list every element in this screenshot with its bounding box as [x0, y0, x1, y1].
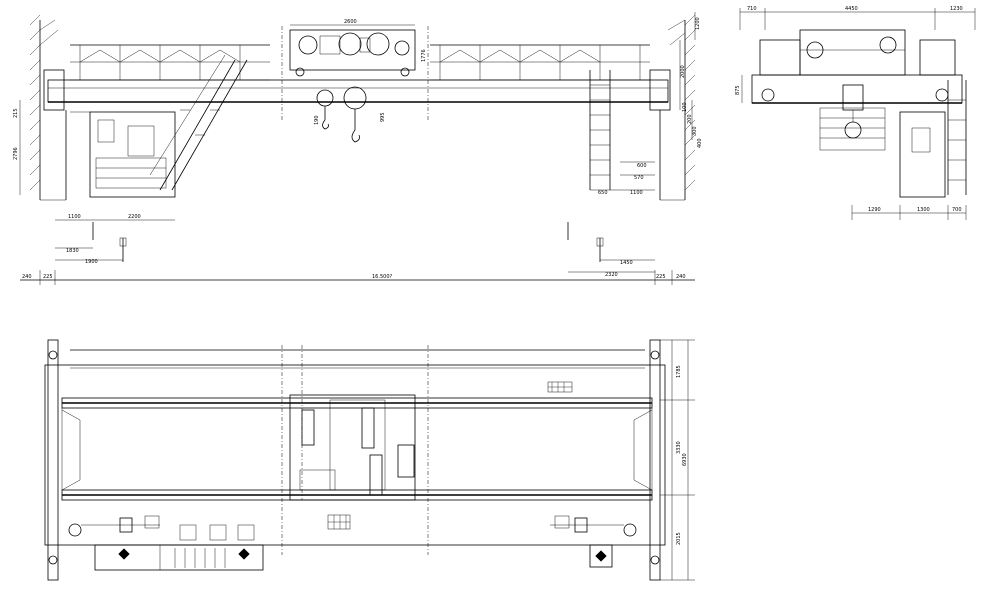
dim-trolley-width: 2600	[344, 19, 357, 25]
plan-end-trucks	[47, 339, 661, 581]
side-elevation-view: 710 4450 1230 875 1290 1300 700	[735, 6, 976, 220]
dim-right-stack-2: 200	[687, 114, 693, 124]
side-dim-bottom-right: 700	[952, 207, 962, 213]
dim-span: 16.500?	[372, 274, 392, 280]
plan-dim-right-mid: 3330	[676, 441, 682, 454]
plan-view: 1785 3330 6930 2015	[44, 339, 695, 581]
plan-dim-right-total: 6930	[682, 453, 688, 466]
dim-hook-left-a: 1830	[66, 248, 79, 254]
plan-walkway-and-cab	[94, 524, 613, 571]
dim-right-stack-4: 400	[697, 138, 703, 148]
dim-cab-width: 2200	[128, 214, 141, 220]
left-building-column	[29, 14, 67, 201]
dim-ladder-570: 570	[634, 175, 644, 181]
side-platform	[819, 107, 886, 151]
bridge-frame	[44, 364, 666, 546]
dim-hook-vertical-b: 995	[380, 112, 386, 122]
plan-trolley	[281, 345, 429, 555]
crab-trolley	[281, 26, 429, 120]
side-dim-top-right: 1230	[950, 6, 963, 12]
side-dim-left-vertical: 875	[735, 85, 741, 95]
dim-end-left-b: 225	[43, 274, 53, 280]
side-dim-bottom-mid: 1300	[917, 207, 930, 213]
access-ladder	[589, 70, 611, 190]
plan-travel-drives	[68, 515, 637, 537]
dim-cab-left-offset: 1100	[68, 214, 81, 220]
walkway-railing-left	[70, 44, 270, 81]
dim-end-right-a: 225	[656, 274, 666, 280]
dim-hook-right-b: 2320	[605, 272, 618, 278]
side-hook-block	[842, 84, 864, 139]
dim-right-stack-1: 100	[682, 102, 688, 112]
dim-hook-right-a: 1450	[620, 260, 633, 266]
plan-dim-right-bottom: 2015	[676, 532, 682, 545]
dim-right-stack-3: 300	[692, 126, 698, 136]
plan-dim-right-top: 1785	[676, 365, 682, 378]
side-cab	[899, 111, 946, 198]
dim-hook-small: 190	[314, 115, 320, 125]
dim-top-right-vertical: 1200	[695, 17, 701, 30]
dim-end-right-b: 240	[676, 274, 686, 280]
hook-position-markers	[92, 222, 604, 262]
operator-cab	[70, 111, 176, 198]
side-dim-top-left: 710	[747, 6, 757, 12]
main-girder	[43, 69, 671, 111]
side-dim-top-mid: 4450	[845, 6, 858, 12]
dim-end-left-a: 240	[22, 274, 32, 280]
dim-left-small: 215	[13, 108, 19, 118]
access-staircase	[149, 54, 248, 191]
aux-hook	[316, 89, 334, 130]
side-dim-bottom-left: 1290	[868, 207, 881, 213]
dim-right-height: 2000	[680, 65, 686, 78]
dim-hook-vertical-a: 1776	[421, 49, 427, 62]
walkway-railing-right	[430, 44, 650, 81]
dim-ladder-650: 650	[598, 190, 608, 196]
dim-hook-left-b: 1900	[85, 259, 98, 265]
dim-ladder-600: 600	[637, 163, 647, 169]
main-hook	[343, 86, 367, 143]
right-building-column	[659, 14, 696, 201]
dim-ladder-1100: 1100	[630, 190, 643, 196]
plan-dimension-lines	[660, 339, 695, 581]
side-ladder	[947, 80, 967, 195]
front-dimension-lines	[19, 12, 696, 285]
front-elevation-view: 2600 1200 2000 1776 995 190 2796 215 110…	[13, 12, 703, 285]
dim-cab-height: 2796	[13, 147, 19, 160]
plan-hatched-panels	[327, 381, 573, 530]
